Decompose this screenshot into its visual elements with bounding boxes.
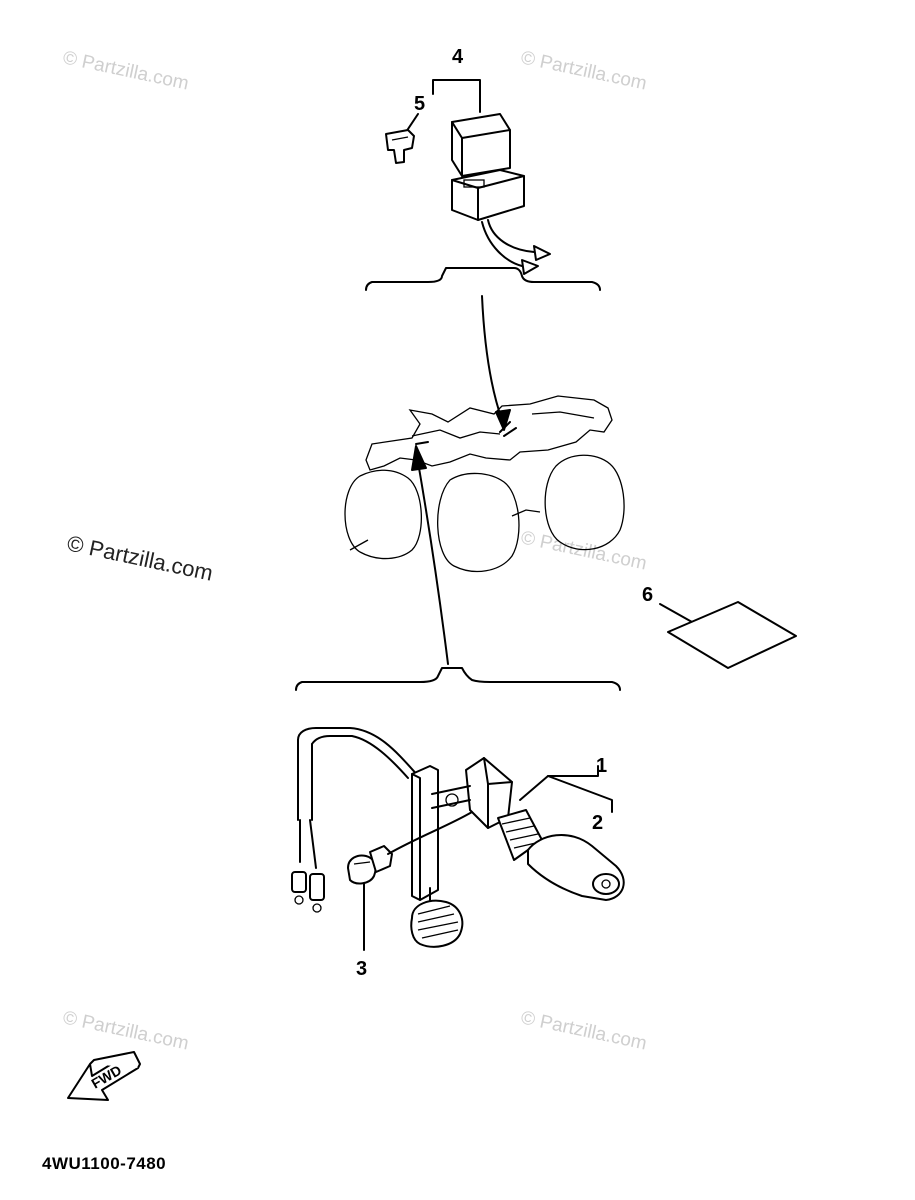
callout-5: 5 (414, 93, 425, 115)
watermark-middle-right: © Partzilla.com (519, 527, 649, 574)
watermark-bottom-right: © Partzilla.com (519, 1007, 649, 1054)
callout-3: 3 (356, 958, 367, 980)
label-sticker (659, 601, 797, 669)
pointer-line-relay (481, 295, 503, 421)
fuse (385, 113, 419, 164)
watermark-bottom-left: © Partzilla.com (61, 1007, 191, 1054)
watermark-middle-left: © Partzilla.com (65, 530, 215, 585)
callout-2: 2 (592, 812, 603, 834)
pointer-line-switch (417, 461, 449, 665)
callout-1-leader (519, 765, 599, 801)
choke-switch-assembly (291, 727, 625, 948)
detail-bracket-top (365, 267, 601, 291)
callout-4: 4 (452, 46, 464, 68)
fwd-arrow-icon: FWD (67, 1051, 141, 1101)
watermark-top-right: © Partzilla.com (519, 47, 649, 94)
callout-2-leader (547, 775, 613, 813)
callout-1: 1 (596, 755, 607, 777)
detail-bracket-bottom (295, 667, 621, 691)
watermark-top-left: © Partzilla.com (61, 47, 191, 94)
diagram-code: 4WU1100-7480 (42, 1154, 167, 1173)
callout-6: 6 (642, 584, 653, 606)
relay-assembly (432, 79, 551, 275)
